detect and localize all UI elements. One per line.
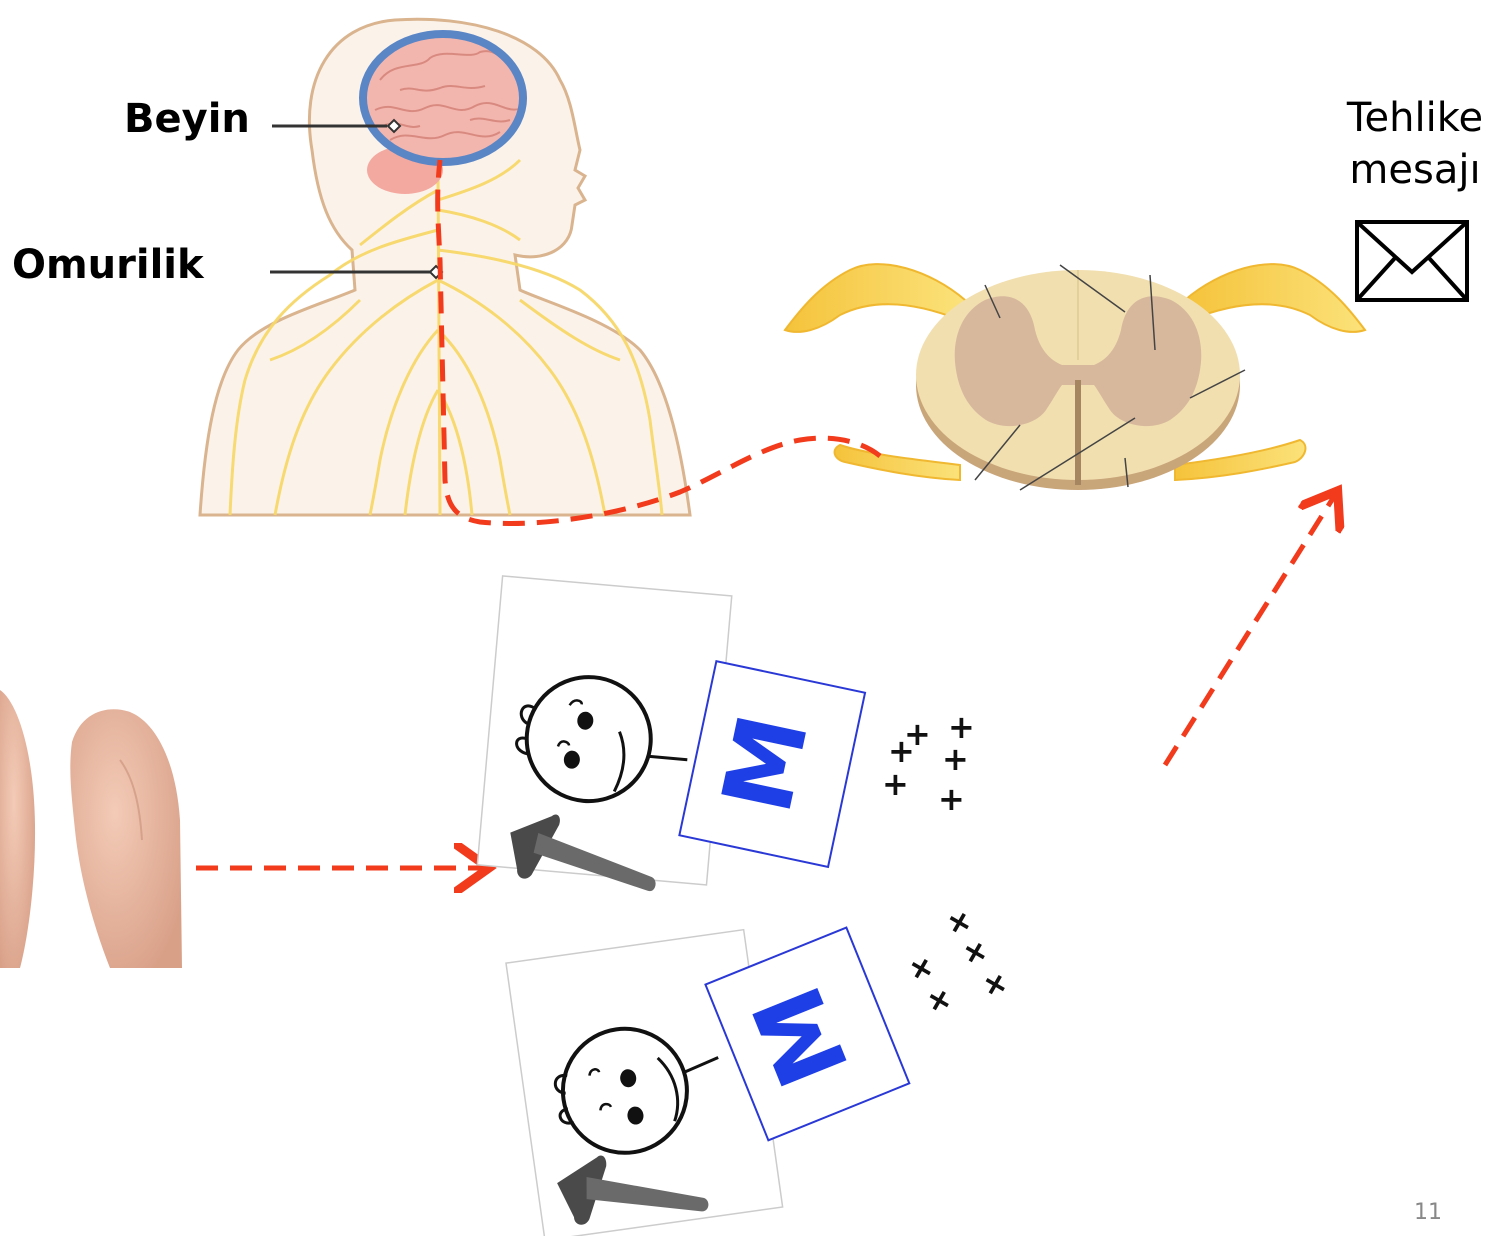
svg-text:+: +: [882, 765, 909, 803]
arrow-to-spinal-cord: [1165, 495, 1335, 765]
neuron-card-upper: [476, 576, 731, 896]
svg-text:+: +: [942, 740, 969, 778]
charge-marks-upper: +++ +++: [882, 708, 975, 818]
svg-text:+: +: [938, 780, 965, 818]
finger-image: [0, 660, 182, 970]
svg-text:+: +: [904, 715, 931, 753]
charge-marks-lower: + + + + +: [901, 899, 1017, 1023]
envelope-icon: [1357, 222, 1467, 300]
spinal-cord-cross-section: [785, 264, 1365, 490]
